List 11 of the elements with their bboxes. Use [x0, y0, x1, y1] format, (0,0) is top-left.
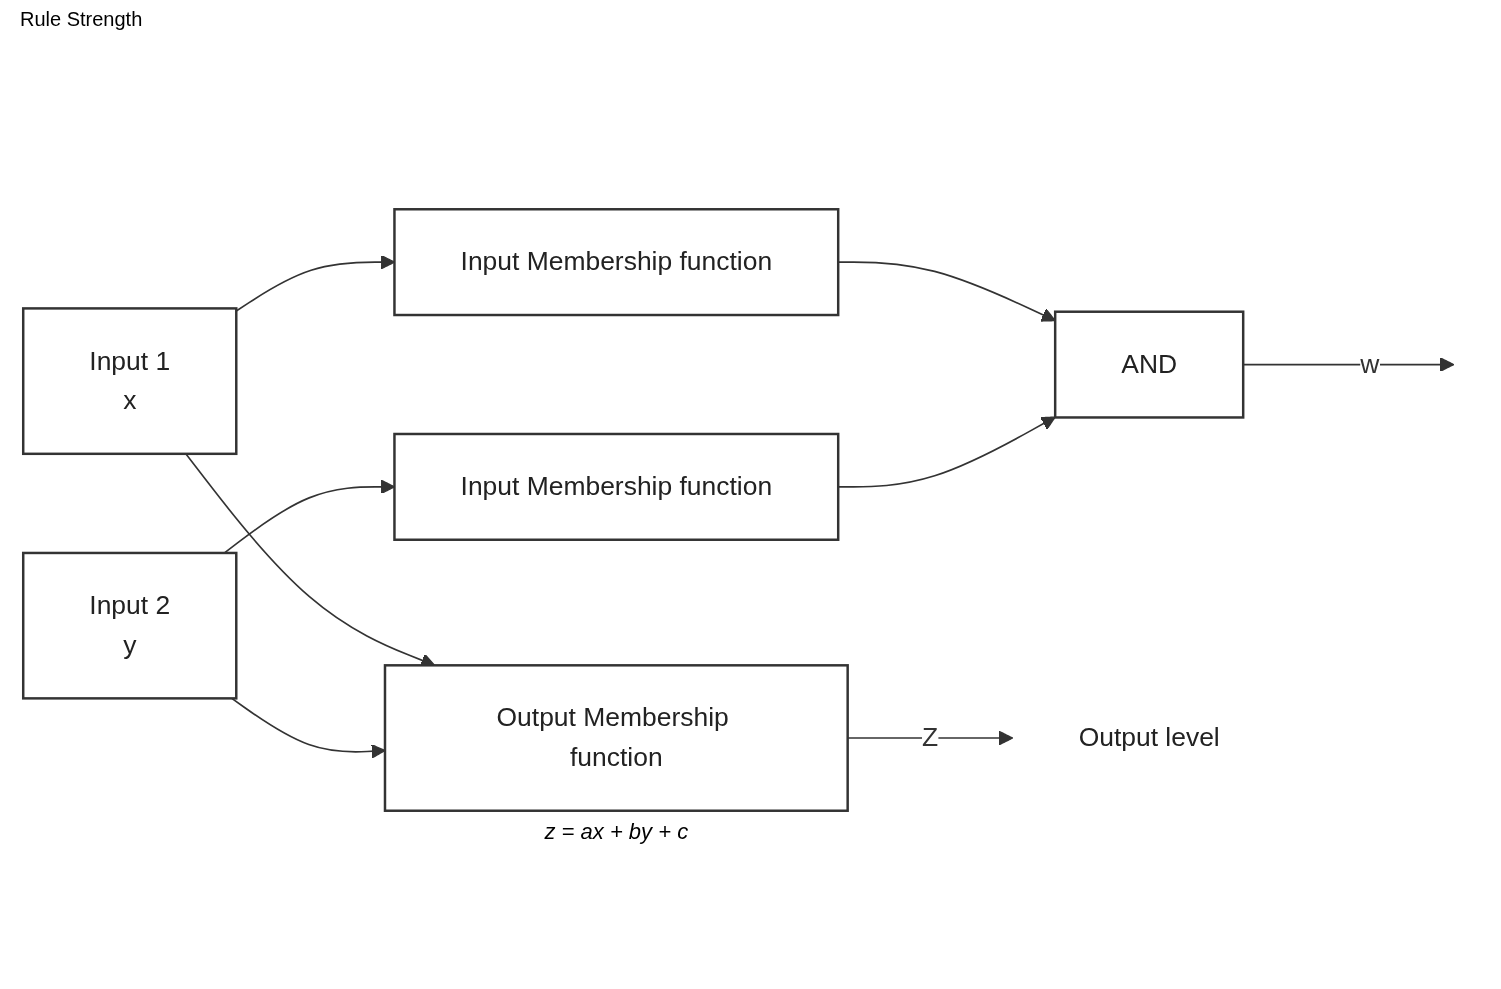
- note-text: Rule Strength: [20, 8, 143, 30]
- node-box: Output Membership function: [383, 664, 849, 812]
- node-box: Input 1 x: [22, 307, 238, 456]
- node-box: Input Membership function: [393, 432, 840, 541]
- node-box: AND: [1053, 310, 1245, 419]
- node-box: Input 2 y: [22, 551, 238, 700]
- edge-label: Z: [922, 723, 939, 752]
- formula-text: z = ax + by + c: [544, 818, 689, 845]
- node-box: Input Membership function: [393, 208, 840, 317]
- edge-label: w: [1360, 349, 1380, 378]
- node-text: Output level: [1078, 723, 1220, 752]
